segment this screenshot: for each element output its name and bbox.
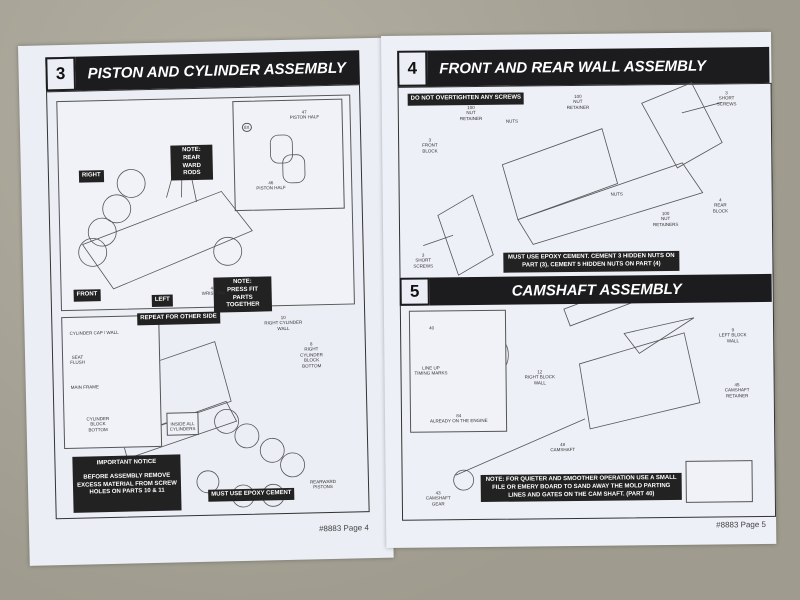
qty-badge: 8X	[241, 122, 252, 133]
label-short-screws: 3 SHORT SCREWS	[413, 252, 434, 269]
epoxy-note: MUST USE EPOXY CEMENT. CEMENT 3 HIDDEN N…	[503, 250, 680, 273]
repeat-other-side: REPEAT FOR OTHER SIDE	[137, 311, 220, 326]
label-rear-block: 4 REAR BLOCK	[712, 197, 729, 214]
label-camshaft: 48 CAMSHAFT	[550, 442, 576, 453]
label-seat-flush: SEAT FLUSH	[70, 354, 86, 366]
left-page: 3 PISTON AND CYLINDER ASSEMBLY NOTE: REA…	[18, 37, 394, 566]
label-front-block: 3 FRONT BLOCK	[422, 137, 438, 154]
important-notice: IMPORTANT NOTICE BEFORE ASSEMBLY REMOVE …	[72, 454, 182, 513]
label-right-cylinder-wall: 10 RIGHT CYLINDER WALL	[264, 314, 303, 331]
page-footer: #8883 Page 5	[716, 519, 767, 530]
step-number: 5	[399, 277, 430, 306]
label-rearward-pistons: REARWARD PISTONS	[309, 478, 337, 490]
label-already-on-engine: 84 ALREADY ON THE ENGINE	[430, 413, 488, 424]
label-nut-retainer: 100 NUT RETAINER	[459, 105, 483, 121]
label-short-screws: 3 SHORT SCREWS	[716, 90, 737, 107]
label-nut-retainer: 100 NUT RETAINER	[566, 93, 590, 110]
label-timing-marks: LINE UP TIMING MARKS	[414, 365, 448, 377]
step-5-header: 5 CAMSHAFT ASSEMBLY	[399, 273, 772, 306]
label-left-block-wall: 9 LEFT BLOCK WALL	[719, 327, 747, 344]
label-wrist-pin: 48 WRIST PIN	[201, 285, 225, 297]
note-rearward-rods: NOTE: REAR WARD RODS	[170, 144, 214, 181]
notice-title: IMPORTANT NOTICE	[96, 458, 157, 467]
notice-body: BEFORE ASSEMBLY REMOVE EXCESS MATERIAL F…	[77, 472, 177, 496]
epoxy-note: MUST USE EPOXY CEMENT	[208, 487, 295, 502]
page-footer: #8883 Page 4	[318, 523, 369, 534]
right-page: 4 FRONT AND REAR WALL ASSEMBLY DO NOT OV…	[381, 31, 777, 548]
label-right-block-wall: 12 RIGHT BLOCK WALL	[524, 369, 556, 386]
label-right: RIGHT	[78, 170, 104, 183]
label-right-cylinder-block-bottom: 8 RIGHT CYLINDER BLOCK BOTTOM	[300, 341, 323, 369]
label-cylinder-cap: CYLINDER CAP / WALL	[69, 329, 119, 336]
label-nuts: NUTS	[505, 118, 519, 124]
label-cylinder-block-bottom: CYLINDER BLOCK BOTTOM	[86, 416, 110, 433]
label-piston-half-47: 47 PISTON HALF	[289, 109, 320, 121]
inside-all-cylinders-box: INSIDE ALL CYLINDERS	[166, 412, 199, 436]
label-main-frame: MAIN FRAME	[70, 384, 100, 390]
label-camshaft-gear: 43 CAMSHAFT GEAR	[425, 490, 451, 507]
camshaft-note: NOTE: FOR QUIETER AND SMOOTHER OPERATION…	[480, 472, 682, 503]
label-camshaft-retainer: 45 CAMSHAFT RETAINER	[724, 382, 750, 399]
label-left: LEFT	[151, 294, 173, 307]
label-front: FRONT	[73, 289, 101, 302]
mold-lines-detail	[685, 460, 753, 503]
label-nuts: NUTS	[610, 191, 623, 197]
overtighten-note: DO NOT OVERTIGHTEN ANY SCREWS	[407, 92, 525, 106]
label-gear-40: 40	[429, 325, 435, 331]
label-piston-half-46: 46 PISTON HALF	[256, 180, 286, 192]
step-title: CAMSHAFT ASSEMBLY	[511, 280, 682, 300]
label-nut-retainers: 100 NUT RETAINERS	[652, 210, 679, 227]
